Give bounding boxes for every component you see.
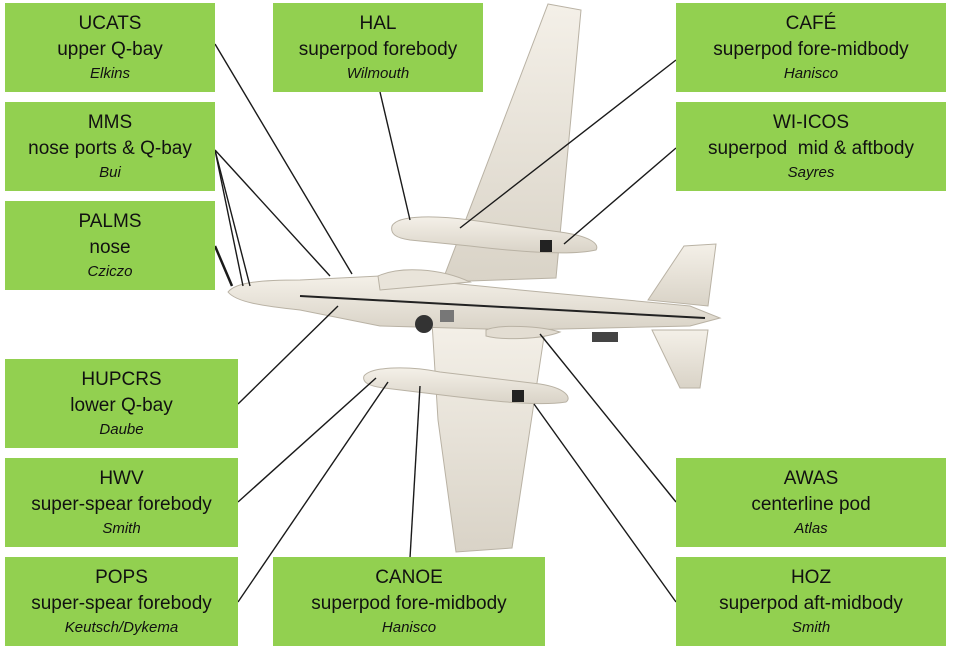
instrument-location: centerline pod [751,493,871,515]
canoe-leader [409,385,421,559]
awas-leader [539,333,677,503]
instrument-pi: Atlas [794,519,828,537]
label-pops: POPS super-spear forebody Keutsch/Dykema [5,557,238,646]
instrument-location: superpod mid & aftbody [708,137,914,159]
label-hoz: HOZ superpod aft-midbody Smith [676,557,946,646]
label-cafe: CAFÉ superpod fore-midbody Hanisco [676,3,946,92]
label-canoe: CANOE superpod fore-midbody Hanisco [273,557,545,646]
label-hwv: HWV super-spear forebody Smith [5,458,238,547]
instrument-name: PALMS [78,210,142,232]
instrument-location: superpod fore-midbody [311,592,507,614]
label-hal: HAL superpod forebody Wilmouth [273,3,483,92]
lower-stabilizer [651,329,709,389]
instrument-name: CANOE [375,566,443,588]
instrument-location: nose [89,236,131,258]
instrument-pi: Hanisco [381,618,437,636]
instrument-pi: Elkins [89,64,130,82]
instrument-name: WI-ICOS [773,111,849,133]
hoz-leader [533,403,677,603]
instrument-pi: Sayres [787,163,835,181]
instrument-name: HWV [99,467,144,489]
instrument-pi: Wilmouth [346,64,410,82]
label-hupcrs: HUPCRS lower Q-bay Daube [5,359,238,448]
instrument-location: nose ports & Q-bay [28,137,192,159]
hal-leader [379,91,411,221]
instrument-location: super-spear forebody [31,592,212,614]
instrument-name: AWAS [783,467,839,489]
cafe-leader [459,59,677,229]
label-mms: MMS nose ports & Q-bay Bui [5,102,215,191]
pops-leader [237,381,389,603]
instrument-name: UCATS [78,12,142,34]
palms-leader [213,245,234,287]
instrument-name: HUPCRS [81,368,162,390]
instrument-pi: Daube [99,420,144,438]
label-ucats: UCATS upper Q-bay Elkins [5,3,215,92]
wi-icos-leader [563,147,677,245]
instrument-location: superpod fore-midbody [713,38,909,60]
upper-wing [441,3,582,283]
instrument-name: POPS [95,566,148,588]
instrument-name: MMS [87,111,133,133]
instrument-location: upper Q-bay [57,38,163,60]
mms-leader-2 [214,149,251,287]
instrument-location: superpod forebody [298,38,458,60]
label-wi-icos: WI-ICOS superpod mid & aftbody Sayres [676,102,946,191]
label-palms: PALMS nose Cziczo [5,201,215,290]
ucats-leader [214,43,353,275]
instrument-pi: Smith [102,519,141,537]
label-awas: AWAS centerline pod Atlas [676,458,946,547]
instrument-location: super-spear forebody [31,493,212,515]
hupcrs-leader [237,305,339,405]
instrument-name: HOZ [790,566,832,588]
instrument-pi: Smith [791,618,831,636]
upper-stabilizer [647,243,717,307]
mms-leader-3 [214,149,244,287]
instrument-name: HAL [359,12,397,34]
hwv-leader [237,377,377,503]
instrument-name: CAFÉ [785,12,837,34]
mms-leader-1 [214,149,331,277]
instrument-pi: Keutsch/Dykema [64,618,179,636]
instrument-pi: Hanisco [783,64,839,82]
instrument-pi: Bui [99,163,121,181]
instrument-pi: Cziczo [87,262,133,280]
instrument-location: superpod aft-midbody [719,592,903,614]
instrument-location: lower Q-bay [70,394,173,416]
